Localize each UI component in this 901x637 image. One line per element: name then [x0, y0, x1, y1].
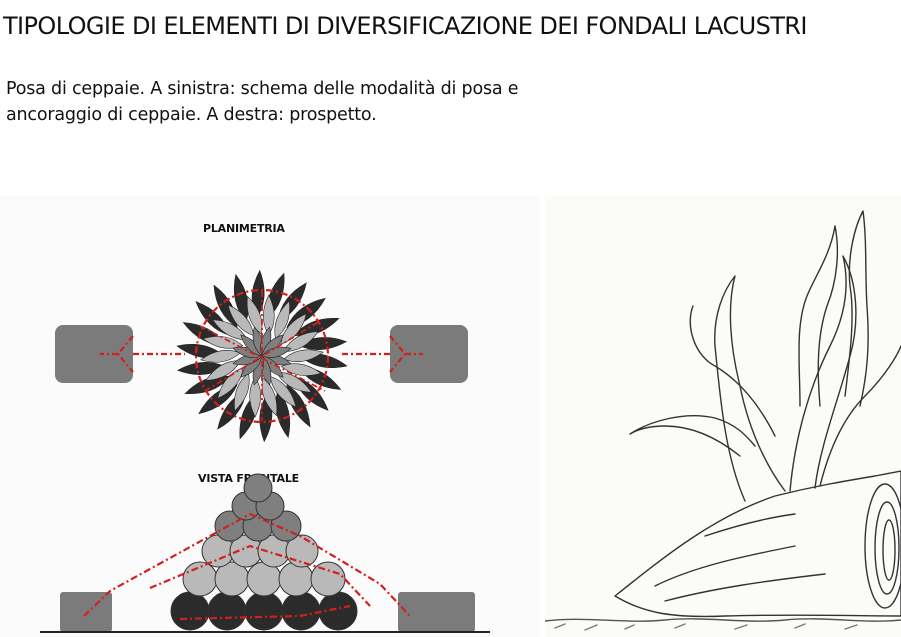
stump-section — [278, 561, 314, 597]
sketch-branch-4 — [629, 415, 756, 457]
anchor-block-left — [55, 325, 133, 383]
stump-top-light — [249, 376, 262, 418]
stump-top-light — [212, 319, 248, 340]
caption-line-1: Posa di ceppaie. A sinistra: schema dell… — [6, 79, 519, 99]
anchor-cable-forks — [100, 335, 423, 373]
plan-view-label: PLANIMETRIA — [203, 222, 285, 235]
front-cables — [83, 512, 411, 621]
stump-top-light — [276, 372, 312, 393]
stump-section — [310, 561, 346, 597]
stump-section — [170, 591, 210, 631]
page-title: TIPOLOGIE DI ELEMENTI DI DIVERSIFICAZION… — [3, 12, 807, 40]
stump-sketch-drawing — [545, 210, 901, 631]
stump-cluster-plan — [176, 269, 348, 443]
stump-section — [281, 591, 321, 631]
stump-section — [243, 473, 273, 503]
sketch-ground — [545, 618, 901, 622]
anchor-block-right — [390, 325, 468, 383]
sketch-branch-6 — [798, 225, 839, 407]
sketch-branch-3 — [819, 345, 901, 487]
plan-view — [55, 269, 468, 443]
stump-top-light — [274, 300, 290, 340]
stump-sketch-figure — [545, 196, 901, 637]
anchor-block-front-left — [60, 592, 112, 632]
anchor-block-front-right — [398, 592, 475, 632]
plan-cable-crossings — [199, 291, 326, 421]
sketch-branch-2 — [789, 255, 857, 492]
sketch-branch-7 — [844, 210, 869, 407]
stump-top-light — [283, 349, 324, 362]
caption-line-2: ancoraggio di ceppaie. A destra: prospet… — [6, 105, 377, 125]
schematic-drawing — [40, 269, 490, 633]
front-view — [40, 473, 490, 633]
stump-stack-front — [170, 473, 358, 631]
sketch-log-cut — [864, 483, 901, 609]
plan-cable-ring — [194, 288, 330, 424]
stump-top-light — [227, 304, 255, 337]
stump-top-light — [205, 360, 241, 381]
stump-section — [244, 591, 284, 631]
stump-top-light — [202, 336, 244, 349]
stump-section — [182, 561, 218, 597]
stump-top-light — [262, 294, 275, 336]
stump-top-light — [200, 350, 241, 363]
stump-top-light — [283, 331, 319, 352]
figure-caption: Posa di ceppaie. A sinistra: schema dell… — [6, 76, 646, 128]
stump-section — [207, 591, 247, 631]
stump-top-light — [269, 375, 297, 408]
sketch-trunk — [614, 470, 901, 618]
schematic-figure: PLANIMETRIA VISTA FRONTALE — [0, 196, 540, 637]
stump-top-light — [234, 372, 250, 412]
sketch-branch-5 — [689, 305, 776, 437]
sketch-branch-1 — [714, 275, 786, 502]
stump-top-mid — [261, 346, 292, 358]
